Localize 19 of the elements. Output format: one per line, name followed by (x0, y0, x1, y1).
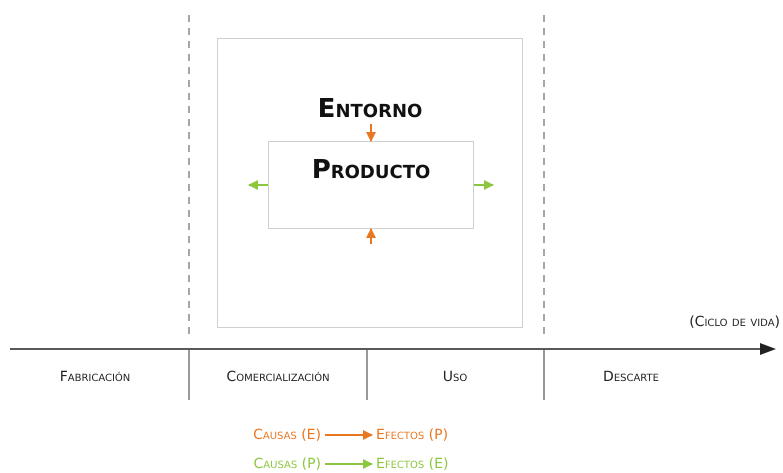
product-box (268, 141, 474, 229)
effect-text: Efectos (P) (372, 425, 452, 445)
phase-label: Descarte (603, 369, 659, 385)
phase-label: Fabricación (60, 369, 130, 385)
arrow (325, 430, 373, 440)
box-title: Producto (312, 155, 430, 185)
arrow (248, 180, 268, 190)
environment-box (217, 38, 523, 328)
arrow (474, 180, 494, 190)
effect-text: Efectos (E) (372, 454, 452, 473)
phase-label: Uso (442, 369, 468, 385)
cause-text: Causas (E) (249, 425, 325, 445)
axis-label: (Ciclo de vida) (689, 314, 780, 330)
arrow (325, 459, 373, 469)
box-title: Entorno (318, 94, 422, 124)
arrow (366, 124, 376, 142)
arrow (366, 228, 376, 244)
cause-text: Causas (P) (250, 454, 325, 473)
phase-label: Comercialización (226, 369, 330, 385)
